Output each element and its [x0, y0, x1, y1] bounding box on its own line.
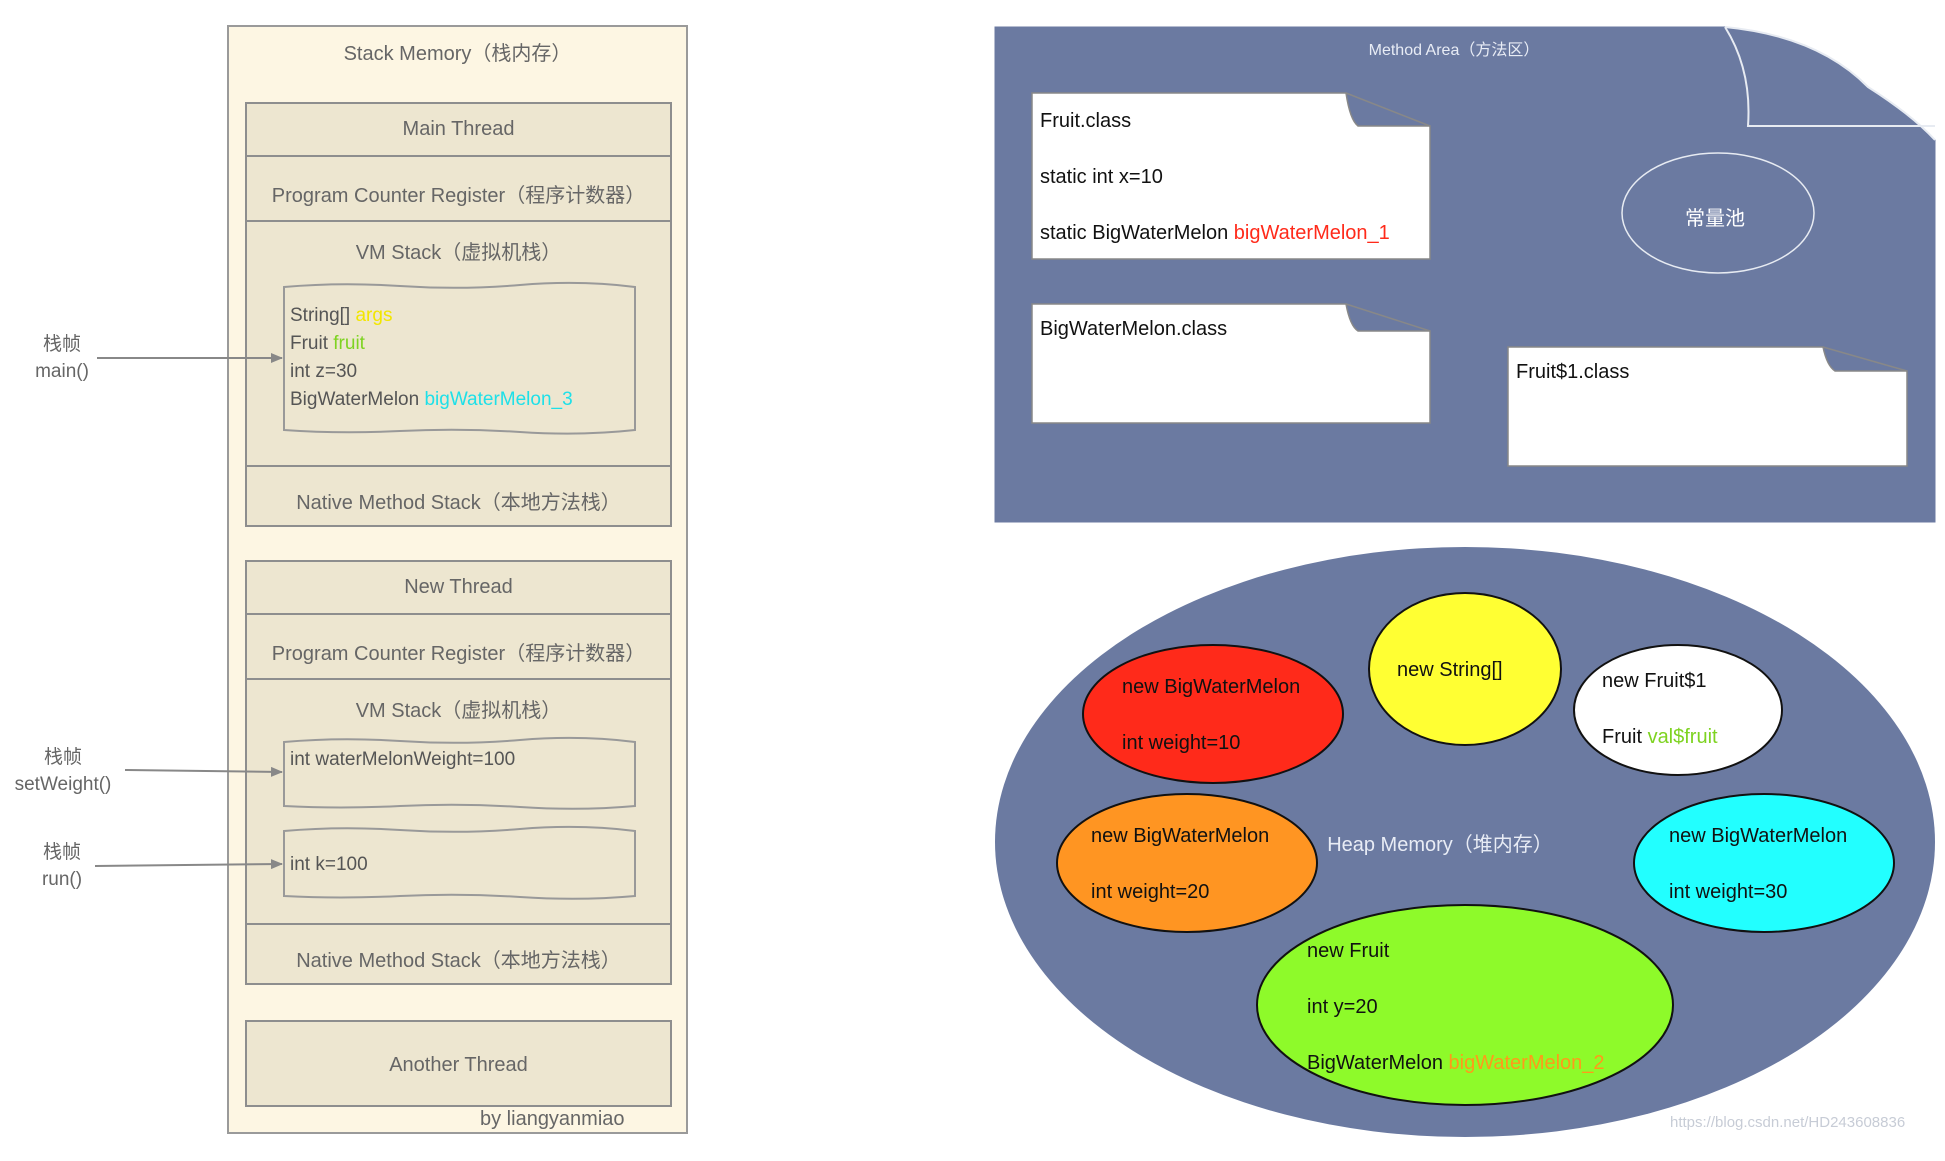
run-frame-arrow	[94, 859, 283, 870]
main-thread-pcr-label: Program Counter Register（程序计数器）	[271, 185, 646, 207]
bigwatermelon-class-name: BigWaterMelon.class	[1040, 318, 1228, 340]
heap-white-line1: new Fruit$1	[1602, 670, 1707, 692]
main-frame-bwm-var: bigWaterMelon_3	[424, 389, 573, 410]
heap-cyan-line1: new BigWaterMelon	[1669, 825, 1848, 847]
main-frame-z: int z=30	[290, 361, 358, 382]
fruit-class-static-x: static int x=10	[1040, 166, 1163, 188]
heap-green-line1: new Fruit	[1307, 940, 1390, 962]
heap-white-line2: Fruit val$fruit	[1602, 726, 1718, 748]
heap-red-object	[1082, 644, 1344, 784]
heap-green-line2: int y=20	[1307, 996, 1378, 1018]
main-frame-args-var: args	[355, 305, 393, 326]
setweight-frame-shape	[283, 736, 636, 810]
main-frame-fruit-var: fruit	[333, 333, 365, 354]
main-frame-args-type: String[]	[290, 305, 356, 326]
heap-red-line1: new BigWaterMelon	[1122, 676, 1301, 698]
main-frame-fruit-type: Fruit	[290, 333, 334, 354]
fruit-class-name: Fruit.class	[1040, 110, 1132, 132]
run-frame-side-label: 栈帧 run()	[41, 842, 83, 890]
run-frame-shape	[283, 825, 636, 900]
setweight-frame-arrow	[124, 766, 283, 777]
main-thread-vm-stack-label: VM Stack（虚拟机栈）	[355, 242, 562, 264]
constant-pool-ellipse	[1621, 152, 1815, 274]
heap-green-object	[1256, 904, 1674, 1106]
heap-memory-title: Heap Memory（堆内存）	[1327, 834, 1553, 856]
main-frame-side-label: 栈帧 main()	[35, 334, 89, 382]
setweight-frame-side-label: 栈帧 setWeight()	[14, 747, 112, 795]
fruit1-class-name: Fruit$1.class	[1516, 361, 1630, 383]
author-signature: by liangyanmiao	[480, 1108, 625, 1130]
method-area-title: Method Area（方法区）	[1368, 42, 1540, 59]
heap-orange-object	[1056, 793, 1318, 933]
heap-white-object	[1573, 644, 1783, 776]
new-thread-pcr-label: Program Counter Register（程序计数器）	[271, 643, 646, 665]
another-thread-box: Another Thread	[245, 1020, 672, 1107]
heap-yellow-line1: new String[]	[1397, 659, 1503, 681]
fruit-class-bwm1-var: bigWaterMelon_1	[1233, 222, 1390, 244]
fruit-class-doc	[1031, 92, 1431, 260]
method-area-curl	[1724, 26, 1935, 127]
heap-white-valfruit-var: val$fruit	[1647, 726, 1718, 748]
new-thread-label: New Thread	[404, 576, 513, 598]
main-thread-native-stack-label: Native Method Stack（本地方法栈）	[296, 492, 621, 514]
setweight-frame-text: int waterMelonWeight=100	[290, 749, 516, 770]
heap-green-line3: BigWaterMelon bigWaterMelon_2	[1307, 1052, 1605, 1074]
stack-memory-title: Stack Memory（栈内存）	[343, 43, 572, 65]
fruit-class-static-bwm: static BigWaterMelon bigWaterMelon_1	[1040, 222, 1390, 244]
run-frame-text: int k=100	[290, 854, 368, 875]
bigwatermelon-class-doc	[1031, 303, 1431, 424]
heap-cyan-object	[1633, 793, 1895, 933]
heap-cyan-line2: int weight=30	[1669, 881, 1788, 903]
watermark: https://blog.csdn.net/HD243608836	[1670, 1114, 1906, 1131]
heap-yellow-object	[1368, 592, 1562, 746]
heap-orange-line2: int weight=20	[1091, 881, 1210, 903]
new-thread-vm-stack-label: VM Stack（虚拟机栈）	[355, 700, 562, 722]
main-thread-label: Main Thread	[402, 118, 515, 140]
constant-pool-label: 常量池	[1685, 208, 1745, 230]
heap-red-line2: int weight=10	[1122, 732, 1241, 754]
fruit1-class-doc	[1507, 346, 1908, 467]
main-frame-shape	[283, 281, 636, 435]
another-thread-label: Another Thread	[389, 1054, 528, 1076]
main-frame-bwm-type: BigWaterMelon	[290, 389, 425, 410]
heap-orange-line1: new BigWaterMelon	[1091, 825, 1270, 847]
new-thread-native-stack-label: Native Method Stack（本地方法栈）	[296, 950, 621, 972]
heap-green-bwm2-var: bigWaterMelon_2	[1448, 1052, 1605, 1074]
